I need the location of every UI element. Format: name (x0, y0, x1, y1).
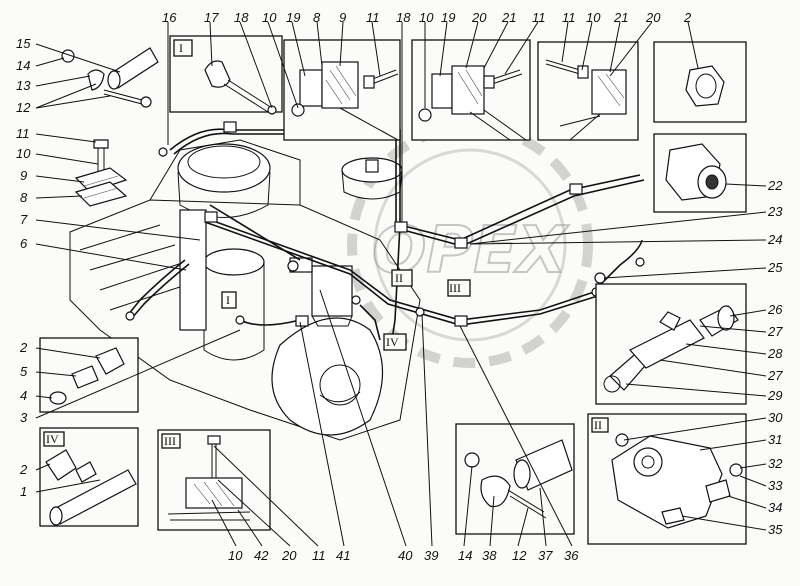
callout: 31 (768, 432, 782, 447)
callout: 10 (419, 10, 434, 25)
callout: 29 (767, 388, 782, 403)
callout: 41 (336, 548, 350, 563)
inset-box-nut-small (653, 41, 747, 123)
callout: 12 (16, 100, 31, 115)
callout: 27 (767, 368, 783, 383)
callout: 30 (768, 410, 783, 425)
callout: 20 (471, 10, 487, 25)
callout: 3 (20, 410, 28, 425)
callout: 5 (20, 364, 28, 379)
roman-label-IV-box: IV (46, 432, 59, 446)
callout: 20 (281, 548, 297, 563)
callout: 25 (767, 260, 783, 275)
callout: 8 (313, 10, 321, 25)
callouts-bottom: 10 42 20 11 41 40 39 14 38 12 37 36 (228, 548, 579, 563)
callout: 34 (768, 500, 782, 515)
callout: 33 (768, 478, 783, 493)
callout: 15 (16, 36, 31, 51)
inset-box-III: III (157, 429, 271, 531)
callout: 27 (767, 324, 783, 339)
inset-box-fitting-left (39, 337, 139, 413)
roman-label-III-box: III (164, 434, 176, 448)
leader-lines (35, 21, 767, 547)
callout: 11 (562, 10, 576, 25)
inset-box-hose-clamp (455, 423, 575, 535)
callout: 6 (20, 236, 28, 251)
callout: 11 (312, 548, 326, 563)
inset-box-clamp-1 (283, 39, 401, 141)
inset-box-clamp-3 (537, 41, 639, 141)
callout: 37 (538, 548, 553, 563)
callout: 7 (20, 212, 28, 227)
callouts-right: 22 23 24 25 26 27 28 27 29 30 31 32 33 3… (767, 178, 783, 537)
callout: 18 (396, 10, 411, 25)
roman-label-III-main: III (449, 281, 461, 295)
callout: 19 (441, 10, 455, 25)
callout: 10 (228, 548, 243, 563)
callout: 2 (19, 340, 28, 355)
callout: 18 (234, 10, 249, 25)
main-roman-labels: II I III IV (221, 269, 471, 351)
inset-box-I-top: I (169, 35, 283, 115)
inset-box-tee-fitting (595, 283, 747, 405)
inset-box-IV: IV (39, 427, 139, 527)
callout: 10 (586, 10, 601, 25)
callout: 14 (458, 548, 472, 563)
callout: 10 (16, 146, 31, 161)
callout: 42 (254, 548, 269, 563)
left-hose-clamp (61, 47, 159, 108)
callout: 11 (366, 10, 380, 25)
callout: 28 (767, 346, 783, 361)
callout: 38 (482, 548, 497, 563)
callout: 9 (20, 168, 27, 183)
callout: 4 (20, 388, 27, 403)
callout: 26 (767, 302, 783, 317)
callout: 21 (613, 10, 628, 25)
callout: 22 (767, 178, 783, 193)
callout: 11 (532, 10, 546, 25)
callout: 20 (645, 10, 661, 25)
callout: 19 (286, 10, 300, 25)
callout: 24 (767, 232, 782, 247)
callout: 39 (424, 548, 438, 563)
callout: 35 (768, 522, 783, 537)
roman-label-IV-main: IV (386, 335, 399, 349)
callout: 13 (16, 78, 31, 93)
callout: 17 (204, 10, 219, 25)
callout: 14 (16, 58, 30, 73)
roman-label-I-main: I (226, 293, 230, 307)
callouts-left: 15 14 13 12 11 10 9 8 7 6 2 5 4 3 2 1 (16, 36, 31, 499)
callout: 9 (339, 10, 346, 25)
callout: 2 (19, 462, 28, 477)
engine-block (69, 139, 421, 441)
pipelines (125, 121, 645, 341)
callout: 10 (262, 10, 277, 25)
inset-box-nut-large (653, 133, 747, 213)
roman-label-II-main: II (395, 271, 403, 285)
callout: 21 (501, 10, 516, 25)
callouts-top: 16 17 18 10 19 8 9 11 18 10 19 20 21 11 … (162, 10, 692, 25)
callout: 11 (16, 126, 30, 141)
callout: 23 (767, 204, 783, 219)
callout: 16 (162, 10, 177, 25)
roman-label-II-box: II (594, 418, 602, 432)
callout: 1 (20, 484, 27, 499)
callout: 12 (512, 548, 527, 563)
callout: 40 (398, 548, 413, 563)
callout: 2 (683, 10, 692, 25)
inset-box-clamp-2 (411, 39, 531, 141)
callout: 8 (20, 190, 28, 205)
roman-label-I-top: I (179, 41, 183, 55)
callout: 36 (564, 548, 579, 563)
left-clamp-assembly (74, 139, 128, 207)
callout: 32 (768, 456, 783, 471)
